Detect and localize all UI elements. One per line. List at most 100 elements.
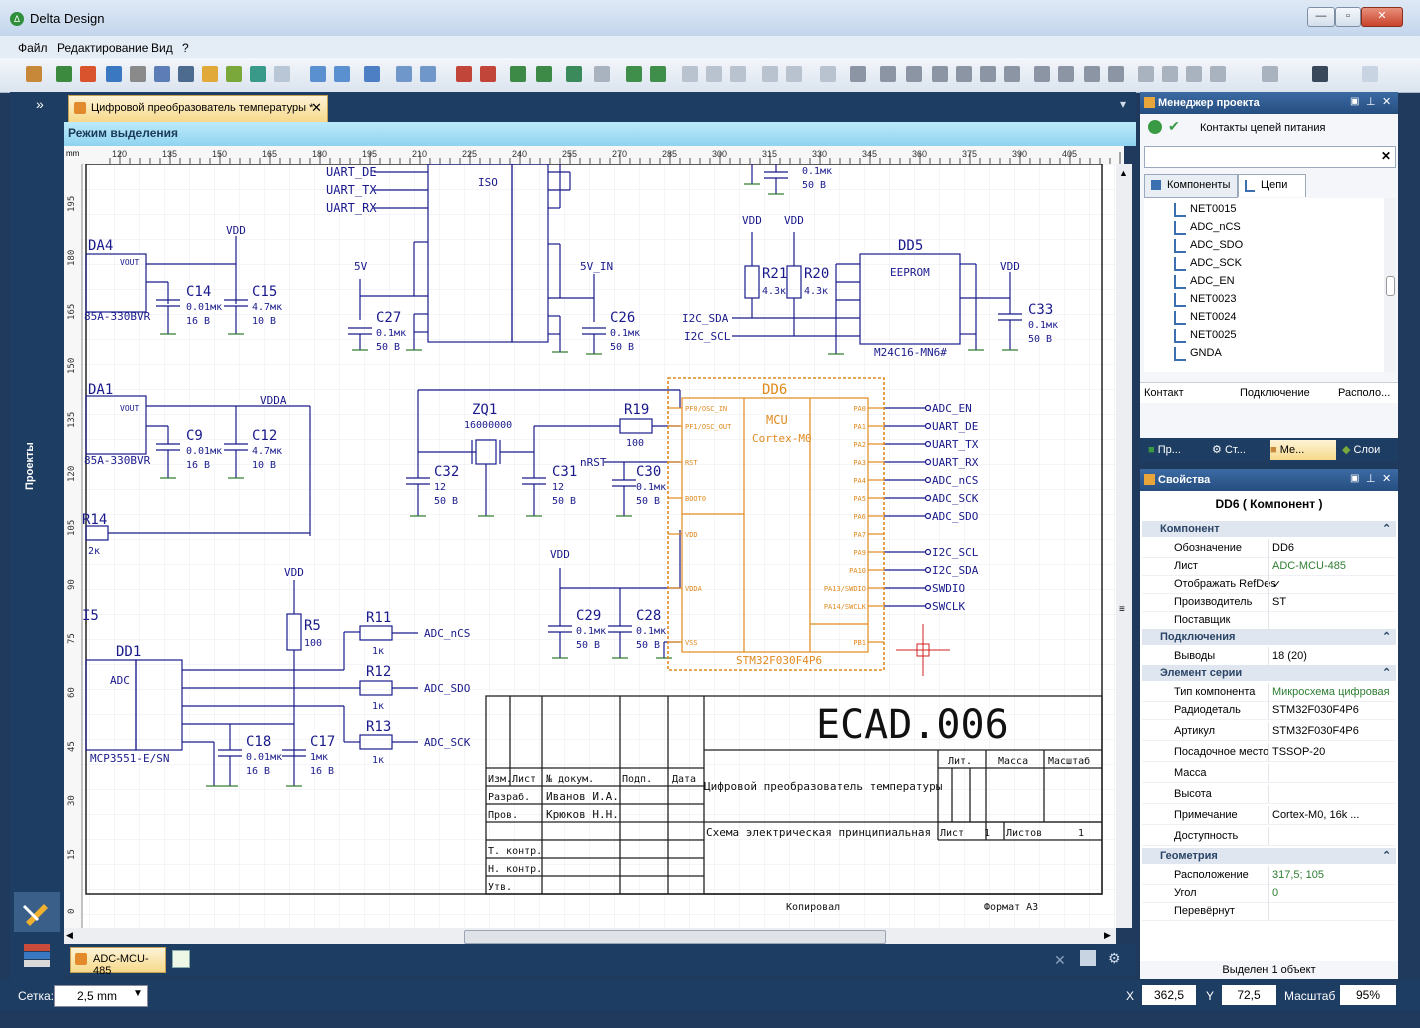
layout-icon[interactable] — [762, 66, 778, 82]
col-location[interactable]: Располо... — [1338, 387, 1391, 399]
property-value[interactable]: 317,5; 105 — [1272, 869, 1324, 881]
delete-icon[interactable]: ✕ — [1054, 952, 1066, 968]
property-value[interactable]: Микросхема цифровая — [1272, 686, 1390, 698]
probe-icon[interactable] — [932, 66, 948, 82]
property-value[interactable]: 18 (20) — [1272, 650, 1307, 662]
scroll-left-icon[interactable]: ◀ — [66, 930, 73, 940]
zoom-fit-icon[interactable] — [364, 66, 380, 82]
scroll-right-icon[interactable]: ▶ — [1104, 930, 1111, 940]
property-value[interactable]: DD6 — [1272, 542, 1295, 554]
properties-pin-icon[interactable]: ⊥ — [1366, 473, 1376, 485]
collapse-chevron-icon[interactable]: ⌃ — [1382, 850, 1392, 862]
property-value[interactable]: Cortex-M0, 16k ... — [1272, 809, 1360, 821]
panel-pin-icon[interactable]: ⊥ — [1366, 96, 1376, 108]
zoom-selection-icon[interactable] — [420, 66, 436, 82]
tools-icon[interactable] — [820, 66, 836, 82]
pin-icon[interactable] — [456, 66, 472, 82]
property-value[interactable]: STM32F030F4P6 — [1272, 725, 1359, 737]
minimize-button[interactable]: — — [1307, 7, 1335, 27]
rect-icon[interactable] — [1210, 66, 1226, 82]
property-row[interactable]: Отображать RefDes✓ — [1142, 575, 1396, 594]
net-list-item[interactable]: ADC_SCK — [1144, 254, 1384, 272]
tab-nets[interactable]: Цепи — [1238, 174, 1306, 197]
chip3-icon[interactable] — [1004, 66, 1020, 82]
net-list-item[interactable]: NET0025 — [1144, 326, 1384, 344]
port-icon[interactable] — [1108, 66, 1124, 82]
group-icon[interactable] — [536, 66, 552, 82]
scroll-thumb-grip-icon[interactable]: ≡ — [1119, 604, 1125, 615]
dd6-component[interactable] — [667, 377, 885, 671]
settings-icon[interactable] — [130, 66, 146, 82]
property-section[interactable]: Компонент⌃ — [1142, 521, 1396, 537]
link2-icon[interactable] — [706, 66, 722, 82]
clipboard-icon[interactable] — [850, 66, 866, 82]
menu-edit[interactable]: Редактирование — [57, 41, 149, 55]
zoom-in-icon[interactable] — [310, 66, 326, 82]
component2-icon[interactable] — [906, 66, 922, 82]
property-row[interactable]: Масса — [1142, 764, 1396, 783]
clear-search-icon[interactable]: ✕ — [1381, 149, 1392, 163]
menu-view[interactable]: Вид — [151, 41, 173, 55]
sheet-properties-icon[interactable] — [106, 66, 122, 82]
property-row[interactable]: Поставщик — [1142, 611, 1396, 630]
gear-icon[interactable]: ⚙ — [1108, 950, 1121, 966]
layout2-icon[interactable] — [786, 66, 802, 82]
tab-components[interactable]: Компоненты — [1144, 174, 1238, 198]
library-stack-icon[interactable] — [20, 940, 54, 970]
new-document-icon[interactable] — [26, 66, 42, 82]
tab-structure[interactable]: ⚙ Ст... — [1212, 440, 1268, 460]
property-value[interactable]: TSSOP-20 — [1272, 746, 1326, 758]
tab-manager[interactable]: ■ Ме... — [1270, 440, 1336, 460]
zoom-area-icon[interactable] — [396, 66, 412, 82]
grid-size-select[interactable]: 2,5 mm ▼ — [54, 985, 148, 1007]
nets-search-input[interactable]: ✕ — [1144, 146, 1396, 168]
panel-close-icon[interactable]: ✕ — [1382, 96, 1392, 108]
property-value[interactable]: 0 — [1272, 887, 1279, 899]
checkmark-icon[interactable]: ✔ — [1168, 118, 1180, 134]
tab-list-dropdown-icon[interactable]: ▾ — [1120, 97, 1127, 111]
line-icon[interactable] — [1186, 66, 1202, 82]
document-tab[interactable]: Цифровой преобразователь температуры * ✕ — [68, 95, 328, 122]
menu-help[interactable]: ? — [182, 41, 189, 55]
collapse-chevron-icon[interactable]: ⌃ — [1382, 667, 1392, 679]
col-contact[interactable]: Контакт — [1144, 387, 1184, 399]
report-icon[interactable] — [274, 66, 290, 82]
mirror-icon[interactable] — [626, 66, 642, 82]
panel-float-icon[interactable]: ▣ — [1350, 96, 1360, 107]
properties-close-icon[interactable]: ✕ — [1382, 473, 1392, 485]
property-value[interactable]: ✓ — [1272, 579, 1282, 591]
library-icon[interactable] — [202, 66, 218, 82]
collapse-chevron-icon[interactable]: ⌃ — [1382, 523, 1392, 535]
flip-icon[interactable] — [650, 66, 666, 82]
property-section[interactable]: Геометрия⌃ — [1142, 848, 1396, 864]
close-tab-icon[interactable]: ✕ — [311, 100, 322, 115]
pointer-icon[interactable] — [1362, 66, 1378, 82]
schematic-editor-icon[interactable] — [14, 892, 60, 932]
property-value[interactable]: ADC-MCU-485 — [1272, 560, 1346, 572]
delete-sheet-icon[interactable] — [80, 66, 96, 82]
property-value[interactable]: STM32F030F4P6 — [1272, 704, 1359, 716]
wire-icon[interactable] — [1034, 66, 1050, 82]
vertical-scrollbar[interactable]: ▲ ≡ — [1116, 164, 1132, 928]
horizontal-scroll-thumb[interactable] — [464, 930, 886, 944]
collapse-chevron-icon[interactable]: ⌃ — [1382, 631, 1392, 643]
col-connection[interactable]: Подключение — [1240, 387, 1310, 399]
net-label-icon[interactable] — [1084, 66, 1100, 82]
monitor-icon[interactable] — [154, 66, 170, 82]
maximize-button[interactable]: ▫ — [1335, 7, 1361, 27]
property-section[interactable]: Подключения⌃ — [1142, 629, 1396, 645]
menu-file[interactable]: Файл — [18, 41, 48, 55]
link-icon[interactable] — [682, 66, 698, 82]
property-row[interactable]: Высота — [1142, 785, 1396, 804]
